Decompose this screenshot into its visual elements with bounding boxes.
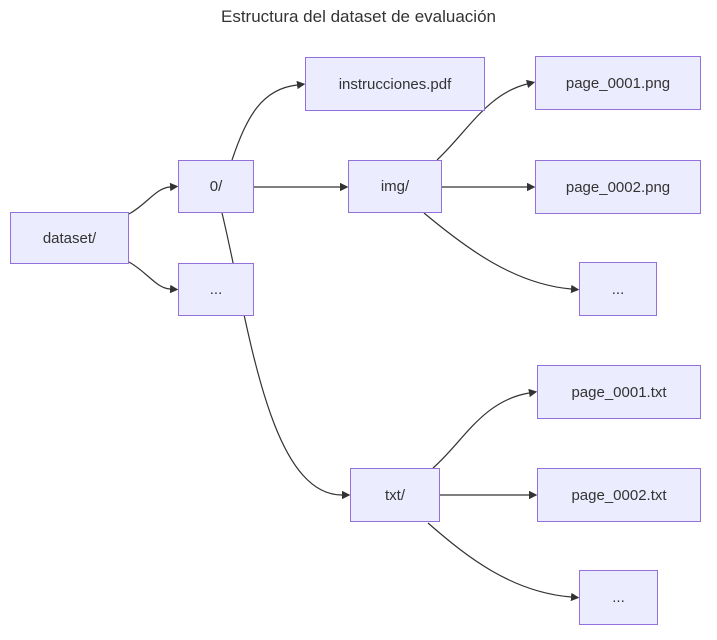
- edge-img-to-ellipsis-under-img: [423, 212, 580, 294]
- node-page-0001-png: page_0001.png: [535, 56, 701, 110]
- diagram-title: Estructura del dataset de evaluación: [220, 7, 496, 26]
- node-page-0002-png: page_0002.png: [535, 160, 701, 214]
- edge-txt-to-page-0001-txt: [432, 388, 538, 469]
- node-ellipsis-under-0: ...: [178, 263, 254, 316]
- node-0: 0/: [178, 160, 254, 213]
- edge-img-to-page-0001-png: [436, 79, 536, 161]
- edge-dataset-to-ellipsis-under-0: [128, 261, 179, 294]
- node-dataset: dataset/: [10, 212, 129, 264]
- edge-0-to-txt: [221, 212, 351, 500]
- edge-txt-to-ellipsis-under-txt: [427, 522, 580, 602]
- node-ellipsis-under-img: ...: [579, 262, 657, 316]
- node-page-0002-txt: page_0002.txt: [537, 468, 701, 522]
- node-txt: txt/: [350, 468, 440, 522]
- node-ellipsis-under-txt: ...: [579, 570, 658, 625]
- node-img: img/: [348, 160, 442, 213]
- node-page-0001-txt: page_0001.txt: [537, 365, 701, 419]
- edge-dataset-to-0: [128, 182, 179, 215]
- edge-0-to-instrucciones: [231, 80, 306, 161]
- node-instrucciones-pdf: instrucciones.pdf: [305, 57, 485, 111]
